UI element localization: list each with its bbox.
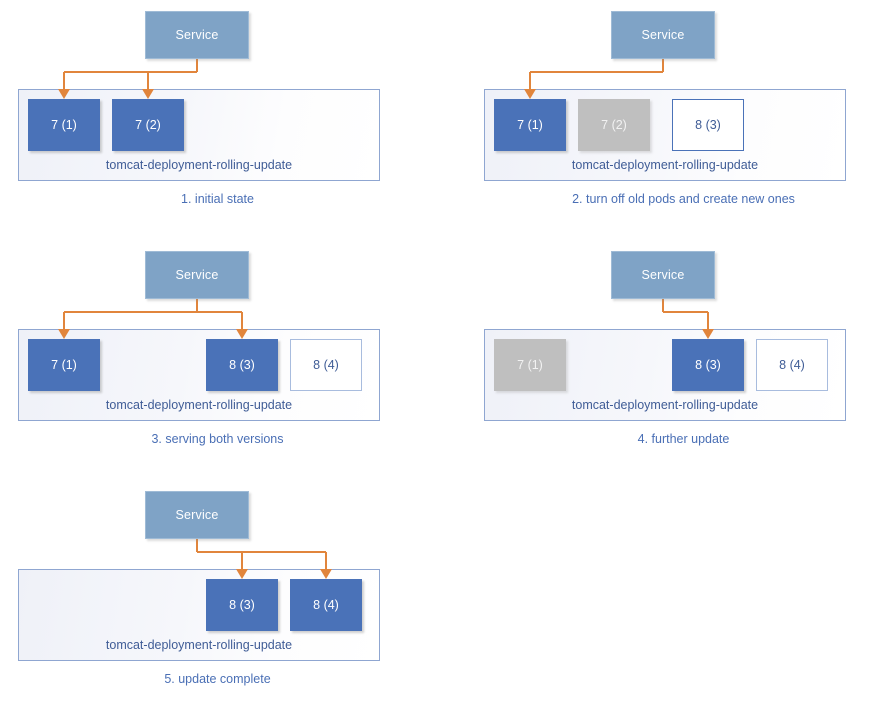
pod-box[interactable]: 8 (3) <box>672 339 744 391</box>
service-label: Service <box>175 508 219 522</box>
pod-label: 8 (3) <box>229 358 255 372</box>
panel-caption: 3. serving both versions <box>151 432 284 446</box>
pod-label: 8 (3) <box>695 358 721 372</box>
pod-label: 8 (4) <box>313 358 339 372</box>
service-label: Service <box>641 28 685 42</box>
panel-caption: 4. further update <box>637 432 730 446</box>
pod-box[interactable]: 7 (1) <box>28 339 100 391</box>
pod-box[interactable]: 8 (3) <box>206 339 278 391</box>
pod-box[interactable]: 7 (2) <box>578 99 650 151</box>
pod-label: 8 (4) <box>313 598 339 612</box>
panel-caption: 2. turn off old pods and create new ones <box>572 192 795 206</box>
deployment-name-label: tomcat-deployment-rolling-update <box>105 158 293 172</box>
service-label: Service <box>175 28 219 42</box>
service-label: Service <box>175 268 219 282</box>
panel-2: tomcat-deployment-rolling-update 7 (1) 7 (… <box>466 0 870 239</box>
pod-label: 8 (3) <box>695 118 721 132</box>
pod-box[interactable]: 8 (3) <box>672 99 744 151</box>
pod-label: 7 (1) <box>517 118 543 132</box>
panel-3: tomcat-deployment-rolling-update 7 (1) 8 (… <box>0 240 435 479</box>
panel-caption: 5. update complete <box>164 672 271 686</box>
service-box[interactable]: Service <box>611 11 715 59</box>
service-box[interactable]: Service <box>145 491 249 539</box>
pod-label: 7 (1) <box>51 358 77 372</box>
pod-label: 8 (4) <box>779 358 805 372</box>
panel-4: tomcat-deployment-rolling-update 7 (1) 8 (… <box>466 240 870 479</box>
panel-5: tomcat-deployment-rolling-update 8 (3) 8 (… <box>0 480 435 719</box>
pod-box[interactable]: 8 (3) <box>206 579 278 631</box>
deployment-name-label: tomcat-deployment-rolling-update <box>105 638 293 652</box>
service-box[interactable]: Service <box>145 11 249 59</box>
panel-1: tomcat-deployment-rolling-update 7 (1) 7 (… <box>0 0 435 239</box>
pod-label: 7 (2) <box>135 118 161 132</box>
pod-label: 7 (1) <box>517 358 543 372</box>
panel-caption: 1. initial state <box>181 192 254 206</box>
pod-box[interactable]: 7 (2) <box>112 99 184 151</box>
service-box[interactable]: Service <box>611 251 715 299</box>
deployment-name-label: tomcat-deployment-rolling-update <box>571 158 759 172</box>
deployment-name-label: tomcat-deployment-rolling-update <box>571 398 759 412</box>
pod-box[interactable]: 7 (1) <box>494 99 566 151</box>
pod-box[interactable]: 7 (1) <box>28 99 100 151</box>
pod-box[interactable]: 7 (1) <box>494 339 566 391</box>
pod-box[interactable]: 8 (4) <box>290 339 362 391</box>
pod-label: 7 (1) <box>51 118 77 132</box>
pod-box[interactable]: 8 (4) <box>756 339 828 391</box>
service-label: Service <box>641 268 685 282</box>
service-box[interactable]: Service <box>145 251 249 299</box>
deployment-name-label: tomcat-deployment-rolling-update <box>105 398 293 412</box>
pod-label: 7 (2) <box>601 118 627 132</box>
pod-label: 8 (3) <box>229 598 255 612</box>
pod-box[interactable]: 8 (4) <box>290 579 362 631</box>
